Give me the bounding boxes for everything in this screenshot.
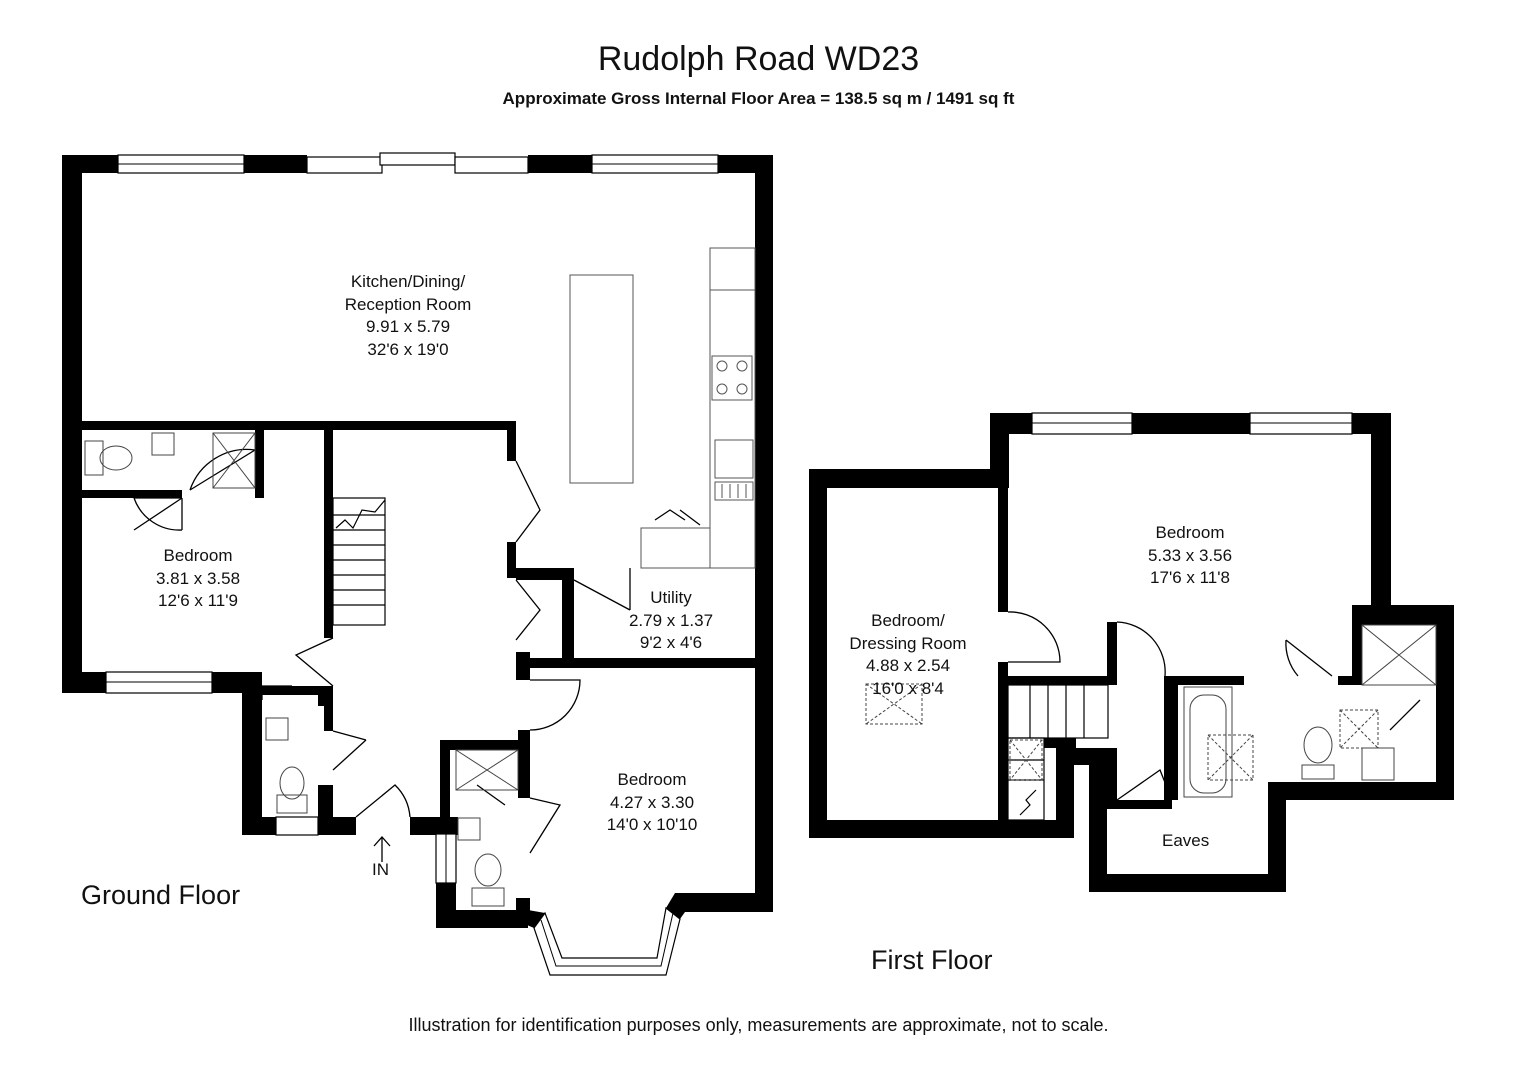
- room-imperial: 9'2 x 4'6: [639, 633, 703, 652]
- kitchen-fixtures: [569, 247, 756, 569]
- bathroom-fixtures: [84, 432, 519, 907]
- ground-floor-label: Ground Floor: [81, 880, 241, 910]
- room-name-line1: Kitchen/Dining/: [350, 272, 466, 291]
- room-metric: 5.33 x 3.56: [1147, 545, 1233, 565]
- room-metric: 3.81 x 3.58: [155, 568, 241, 588]
- room-eaves: Eaves: [1162, 831, 1210, 850]
- room-utility: Utility 2.79 x 1.37 9'2 x 4'6: [606, 587, 736, 655]
- room-name-line2: Dressing Room: [849, 633, 967, 653]
- room-name: Utility: [650, 588, 692, 607]
- room-metric: 9.91 x 5.79: [365, 317, 451, 336]
- entrance-label: IN: [372, 860, 389, 879]
- room-imperial: 16'0 x 8'4: [872, 678, 944, 698]
- floor-area: Approximate Gross Internal Floor Area = …: [502, 89, 1015, 108]
- room-imperial: 32'6 x 19'0: [367, 339, 449, 359]
- walls: [62, 155, 1454, 928]
- ensuite-fixtures: [865, 624, 1437, 798]
- room-metric: 2.79 x 1.37: [628, 610, 714, 630]
- room-metric: 4.27 x 3.30: [609, 792, 695, 812]
- room-name: Bedroom: [1155, 523, 1225, 542]
- room-imperial: 17'6 x 11'8: [1150, 568, 1230, 587]
- room-imperial: 12'6 x 11'9: [158, 591, 238, 610]
- room-bedroom-front: Bedroom 4.27 x 3.30 14'0 x 10'10: [582, 769, 722, 837]
- first-floor-label: First Floor: [871, 945, 993, 975]
- plan-title: Rudolph Road WD23: [597, 40, 920, 78]
- room-name-line1: Bedroom/: [871, 611, 945, 630]
- room-imperial: 14'0 x 10'10: [606, 815, 698, 834]
- entrance-arrow-icon: [373, 836, 391, 862]
- room-name: Bedroom: [617, 770, 687, 789]
- first-stairs: [1007, 684, 1109, 821]
- room-bedroom-dressing: Bedroom/ Dressing Room 4.88 x 2.54 16'0 …: [828, 610, 988, 700]
- ground-stairs: [332, 497, 386, 626]
- disclaimer: Illustration for identification purposes…: [408, 1015, 1109, 1035]
- room-name-line2: Reception Room: [344, 294, 472, 314]
- door-swings: [133, 448, 1421, 854]
- room-metric: 4.88 x 2.54: [865, 656, 951, 675]
- room-kitchen-dining-reception: Kitchen/Dining/ Reception Room 9.91 x 5.…: [318, 271, 498, 361]
- window-glazing-lines: [106, 163, 1352, 967]
- room-bedroom-first: Bedroom 5.33 x 3.56 17'6 x 11'8: [1120, 522, 1260, 590]
- room-bedroom-left: Bedroom 3.81 x 3.58 12'6 x 11'9: [128, 545, 268, 613]
- room-name: Bedroom: [163, 546, 233, 565]
